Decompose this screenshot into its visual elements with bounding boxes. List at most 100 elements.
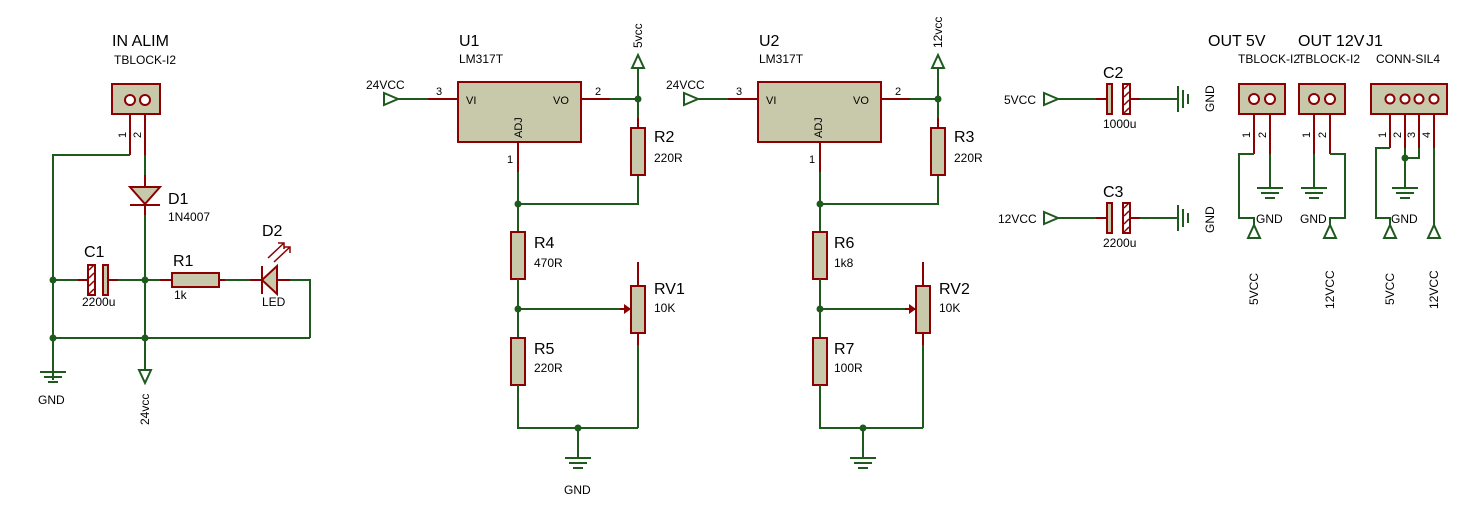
d2-value: LED — [262, 295, 286, 309]
out12v-net-label: 12VCC — [1323, 270, 1337, 309]
capacitor-c3[interactable] — [1096, 202, 1140, 234]
u2-pin-adj-number: 1 — [809, 154, 815, 166]
r2-ref: R2 — [654, 129, 675, 146]
j1-5v-net-label: 5VCC — [1383, 273, 1397, 305]
in-alim-connector[interactable] — [111, 83, 161, 115]
c2-net-label: 5VCC — [1004, 93, 1036, 107]
out12v-net-arrow — [1322, 222, 1338, 239]
r3-ref: R3 — [954, 129, 975, 146]
r6-value: 1k8 — [834, 256, 854, 270]
d2-ref: D2 — [262, 223, 283, 240]
u1-vi-label: VI — [466, 95, 476, 107]
u1-lm317-chip[interactable] — [457, 81, 582, 143]
out12v-pin2-label: 2 — [1317, 132, 1329, 138]
j1-pin3-label: 3 — [1406, 132, 1418, 138]
net-12vcc-terminal-arrow — [930, 52, 946, 69]
out5v-pin2-label: 2 — [1257, 132, 1269, 138]
ground-symbol-c3 — [1177, 205, 1189, 231]
u2-pin-in-number: 3 — [736, 86, 742, 98]
capacitor-c2[interactable] — [1096, 83, 1140, 115]
out5v-value: TBLOCK-I2 — [1238, 52, 1300, 66]
in-alim-ref: IN ALIM — [112, 33, 169, 50]
u2-vi-label: VI — [766, 95, 776, 107]
u2-input-net-label: 24VCC — [666, 78, 705, 92]
c1-value: 2200u — [82, 295, 115, 309]
ground-symbol-u2 — [850, 428, 876, 469]
c1-ref: C1 — [84, 244, 105, 261]
u2-regulator-section: U2 LM317T VI VO ADJ 24VCC 3 2 12vcc 1 R3… — [666, 17, 983, 469]
out5v-connector[interactable] — [1238, 83, 1286, 115]
c2-gnd-label: GND — [1203, 85, 1217, 112]
r2-value: 220R — [654, 151, 683, 165]
u1-pin-in-number: 3 — [436, 86, 442, 98]
diode-d1[interactable] — [127, 175, 163, 215]
u1-gnd-label: GND — [564, 483, 591, 497]
out12v-pin1-label: 1 — [1301, 132, 1313, 138]
j1-5v-net-arrow — [1382, 222, 1398, 239]
resistor-r2[interactable] — [630, 118, 646, 176]
output-connectors: OUT 5V TBLOCK-I2 1 2 GND 5VCC OUT 12V TB… — [1208, 33, 1448, 309]
u2-ref: U2 — [759, 33, 780, 50]
r6-ref: R6 — [834, 235, 855, 252]
rv1-value: 10K — [654, 301, 675, 315]
u2-input-net-arrow — [683, 91, 701, 107]
r1-value: 1k — [174, 288, 188, 302]
in-alim-pin2-label: 2 — [132, 132, 144, 138]
out5v-ref: OUT 5V — [1208, 33, 1266, 50]
r4-ref: R4 — [534, 235, 555, 252]
j1-pin2-label: 2 — [1392, 132, 1404, 138]
net-5vcc-label: 5vcc — [631, 23, 645, 48]
j1-pin1-label: 1 — [1377, 132, 1389, 138]
potentiometer-rv2[interactable] — [905, 262, 931, 345]
out5v-net-arrow — [1246, 222, 1262, 239]
r5-value: 220R — [534, 361, 563, 375]
u2-vo-label: VO — [853, 95, 869, 107]
net-24vcc-label: 24vcc — [138, 394, 152, 425]
u2-lm317-chip[interactable] — [757, 81, 882, 143]
input-section: IN ALIM TBLOCK-I2 1 2 D1 1N4007 — [38, 33, 311, 425]
j1-ref: J1 — [1366, 33, 1383, 50]
ground-symbol — [40, 338, 66, 383]
u1-pin-out-number: 2 — [595, 86, 601, 98]
resistor-r1[interactable] — [160, 272, 225, 288]
r7-ref: R7 — [834, 341, 855, 358]
c3-net-arrow — [1043, 210, 1061, 226]
r4-value: 470R — [534, 256, 563, 270]
u1-vo-label: VO — [553, 95, 569, 107]
net-24vcc-terminal-arrow — [137, 369, 153, 386]
u1-adj-label: ADJ — [513, 117, 525, 138]
resistor-r4[interactable] — [510, 231, 526, 280]
j1-12v-net-arrow — [1426, 222, 1442, 239]
j1-value: CONN-SIL4 — [1376, 52, 1440, 66]
r1-ref: R1 — [173, 253, 194, 270]
in-alim-pin1-label: 1 — [117, 132, 129, 138]
r3-value: 220R — [954, 151, 983, 165]
gnd-label: GND — [38, 393, 65, 407]
led-d2[interactable] — [250, 242, 291, 297]
resistor-r7[interactable] — [812, 337, 828, 386]
capacitor-c1[interactable] — [78, 264, 118, 296]
rv2-value: 10K — [939, 301, 960, 315]
u2-adj-label: ADJ — [813, 117, 825, 138]
u1-ref: U1 — [459, 33, 480, 50]
potentiometer-rv1[interactable] — [620, 262, 646, 345]
out12v-connector[interactable] — [1298, 83, 1346, 115]
in-alim-pin1-terminal — [124, 94, 136, 106]
output-capacitors: 5VCC C2 1000u GND 12VCC — [998, 65, 1217, 250]
u2-pin-out-number: 2 — [895, 86, 901, 98]
resistor-r3[interactable] — [930, 118, 946, 176]
rv2-ref: RV2 — [939, 281, 970, 298]
r7-value: 100R — [834, 361, 863, 375]
out12v-ref: OUT 12V — [1298, 33, 1365, 50]
c3-value: 2200u — [1103, 236, 1136, 250]
c3-net-label: 12VCC — [998, 212, 1037, 226]
u1-input-net-arrow — [383, 91, 401, 107]
c2-net-arrow — [1043, 91, 1061, 107]
resistor-r6[interactable] — [812, 231, 828, 280]
out5v-pin1-label: 1 — [1241, 132, 1253, 138]
u1-value: LM317T — [459, 52, 504, 66]
resistor-r5[interactable] — [510, 337, 526, 386]
out5v-net-label: 5VCC — [1247, 273, 1261, 305]
u1-regulator-section: U1 LM317T VI VO ADJ 24VCC 3 2 5vcc 1 R2 … — [366, 23, 685, 497]
out12v-value: TBLOCK-I2 — [1298, 52, 1360, 66]
